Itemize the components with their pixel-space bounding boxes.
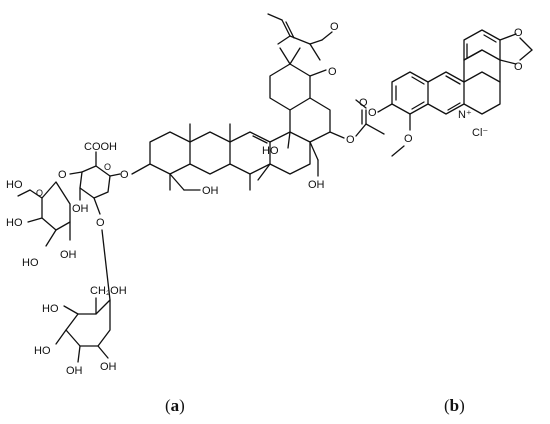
atom-o-dioxole-2: O: [514, 61, 523, 73]
caption-a: (a): [165, 396, 185, 415]
atom-oh-core2: OH: [308, 179, 325, 191]
atom-o-dioxole-1: O: [514, 27, 523, 39]
atom-o-acetyl2: O: [359, 97, 368, 109]
atom-oh-gal-1: HO: [6, 217, 23, 229]
atom-o-link1: O: [58, 169, 67, 181]
atom-cooh: COOH: [84, 141, 117, 153]
atom-n-plus: N⁺: [458, 109, 472, 121]
atom-ch2oh: CH₂OH: [90, 285, 127, 297]
atom-cl-minus: Cl⁻: [472, 127, 488, 139]
atom-ho-core: HO: [262, 145, 279, 157]
caption-b: (b): [444, 396, 465, 415]
atom-o-methoxy-2: O: [404, 133, 413, 145]
atom-o-aglycone: O: [120, 169, 129, 181]
atom-oh-gal-3: OH: [60, 249, 77, 261]
atom-oh-upper-left: HO: [6, 179, 23, 191]
atom-oh-gal-2: HO: [22, 257, 39, 269]
structure-a: O OH HO OH O O O O: [6, 13, 385, 377]
atom-oh-bottom-3: OH: [66, 365, 83, 377]
atom-o-ester1: O: [328, 66, 337, 78]
structure-b: O O N⁺ Cl⁻ O O: [355, 27, 533, 157]
atom-o-acetyl1: O: [346, 134, 355, 146]
atom-o-link2: O: [96, 217, 105, 229]
atom-oh-bottom-2: HO: [34, 345, 51, 357]
atom-o-ester1b: O: [330, 21, 339, 33]
atom-o-ring1: O: [104, 162, 111, 172]
atom-oh-gluc-1: OH: [72, 203, 89, 215]
atom-oh-c23: OH: [202, 185, 219, 197]
atom-o-link3: O: [36, 188, 43, 198]
atom-oh-bottom-1: HO: [42, 303, 59, 315]
atom-o-methoxy-1: O: [368, 107, 377, 119]
atom-oh-bottom-4: OH: [100, 361, 117, 373]
